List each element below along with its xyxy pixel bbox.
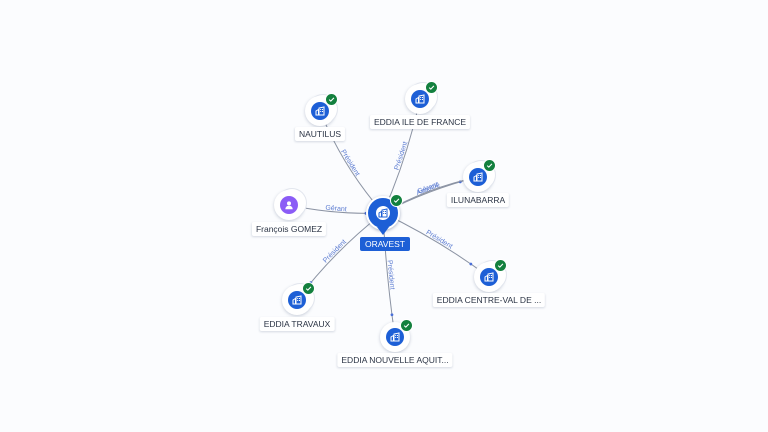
verified-check-icon [483,159,496,172]
node-bubble[interactable] [274,190,304,220]
node-label[interactable]: EDDIA ILE DE FRANCE [369,115,471,129]
node-bubble[interactable] [282,282,315,315]
edge-label: Gérant [325,205,347,214]
pin-tail [377,227,389,235]
node-label[interactable]: ILUNABARRA [446,193,510,207]
edge-label: Président [394,141,410,171]
company-icon [386,328,404,346]
company-icon [376,206,390,220]
node-label[interactable]: EDDIA NOUVELLE AQUIT... [337,353,453,367]
node-label[interactable]: EDDIA TRAVAUX [259,317,335,331]
center-node-label[interactable]: ORAVEST [360,237,410,251]
edge-label: Président [322,239,348,265]
person-icon [280,196,298,214]
node-bubble[interactable] [380,319,413,352]
verified-check-icon [425,81,438,94]
center-node-pin[interactable] [366,194,403,230]
node-bubble[interactable] [463,159,496,192]
verified-check-icon [302,282,315,295]
edge-label: Président [339,149,361,178]
verified-check-icon [400,319,413,332]
verified-check-icon [390,194,403,207]
verified-check-icon [494,259,507,272]
edge-label: Gérant [417,181,440,195]
company-icon [480,268,498,286]
node-bubble[interactable] [474,259,507,292]
company-icon [311,102,329,120]
edge-arrow [390,313,394,317]
node-bubble[interactable] [405,81,438,114]
node-label[interactable]: François GOMEZ [251,222,327,236]
verified-check-icon [325,93,338,106]
edge-label: Président [425,229,454,250]
company-icon [411,90,429,108]
edge-arrow [469,262,473,266]
company-icon [469,168,487,186]
edge-label: Président [386,260,396,290]
node-label[interactable]: EDDIA CENTRE-VAL DE ... [432,293,546,307]
node-bubble[interactable] [305,93,338,126]
company-icon [288,291,306,309]
node-label[interactable]: NAUTILUS [294,127,346,141]
